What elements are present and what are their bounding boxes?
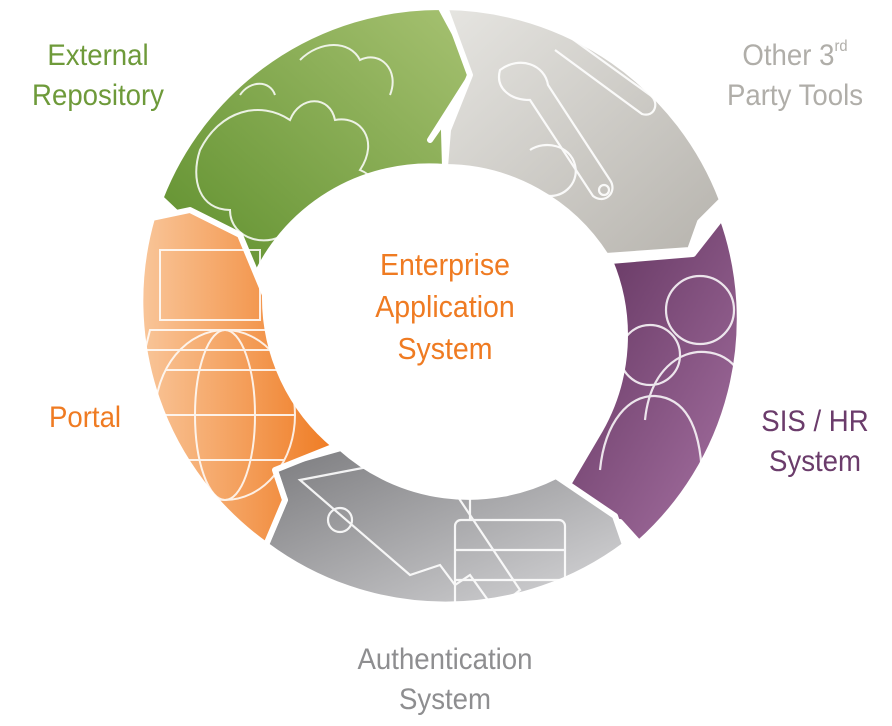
people-icon xyxy=(598,274,754,521)
center-label-line: System xyxy=(397,331,493,366)
center-label-line: Application xyxy=(375,289,515,324)
external-repository-line: Repository xyxy=(32,79,164,112)
tools-icon xyxy=(497,29,657,201)
portal-line: Portal xyxy=(48,401,122,434)
key-lock-icon xyxy=(297,453,567,612)
sis-hr-line: System xyxy=(768,445,862,478)
globe-icon xyxy=(143,249,312,501)
other-tools-label: Other 3rd Party Tools xyxy=(708,36,883,116)
other-tools-superscript: rd xyxy=(834,38,848,55)
puzzle-icon xyxy=(195,44,394,242)
external-repository-label: External Repository xyxy=(24,36,171,116)
portal-label: Portal xyxy=(34,398,135,438)
segment-other-tools xyxy=(442,4,725,259)
center-label-line: Enterprise xyxy=(379,247,510,282)
segment-sis-hr xyxy=(547,214,754,546)
authentication-line: System xyxy=(398,683,492,716)
external-repository-line: External xyxy=(47,39,149,72)
segment-portal xyxy=(137,207,338,548)
sis-hr-label: SIS / HR System xyxy=(746,402,884,482)
authentication-line: Authentication xyxy=(357,643,533,676)
other-tools-line-1-text: Other 3 xyxy=(742,39,835,72)
segment-authentication xyxy=(263,445,628,612)
other-tools-line-2: Party Tools xyxy=(726,79,864,112)
other-tools-line-1: Other 3rd xyxy=(708,36,883,76)
center-label: Enterprise Application System xyxy=(339,244,551,370)
sis-hr-line: SIS / HR xyxy=(761,405,869,438)
authentication-label: Authentication System xyxy=(312,640,579,720)
